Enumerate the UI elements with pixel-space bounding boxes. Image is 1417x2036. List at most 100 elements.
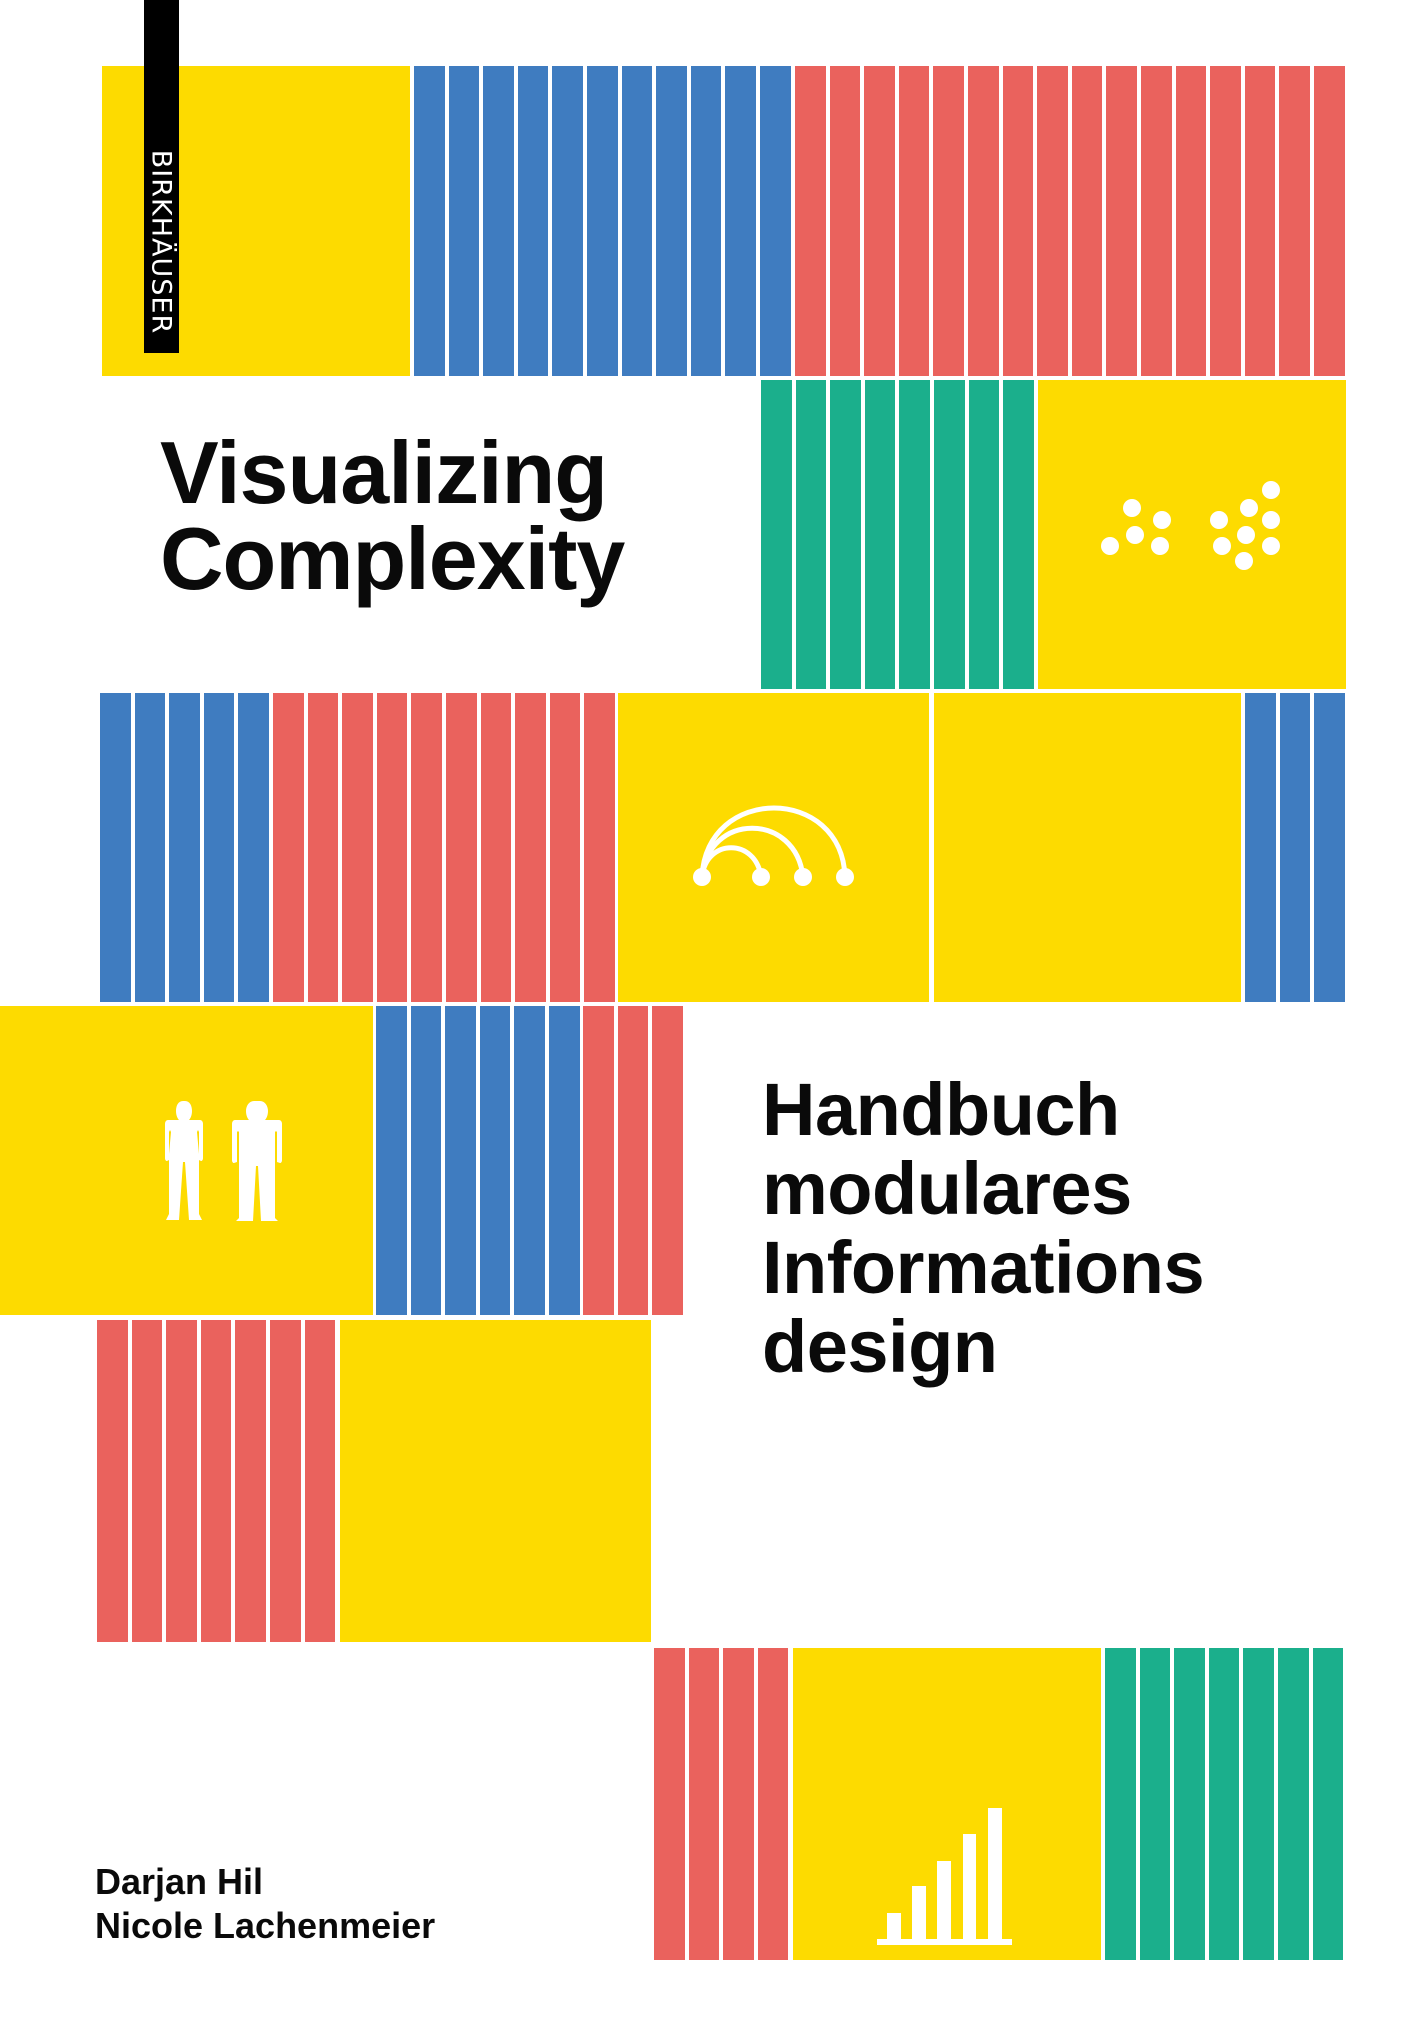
red-stripe: [166, 1320, 197, 1642]
author-1: Darjan Hil: [95, 1861, 264, 1902]
green-stripe: [1312, 1648, 1344, 1960]
red-stripe: [933, 66, 964, 376]
red-stripe: [235, 1320, 266, 1642]
red-stripe: [864, 66, 895, 376]
blue-stripe: [1314, 693, 1345, 1002]
blue-stripe: [690, 66, 722, 376]
blue-stripe: [483, 66, 514, 376]
red-stripe: [480, 693, 512, 1002]
red-stripe: [829, 66, 861, 376]
red-stripe: [654, 1648, 685, 1960]
red-stripe: [273, 693, 304, 1002]
red-stripe: [584, 693, 615, 1002]
green-stripe: [968, 380, 1000, 689]
red-stripe: [1244, 66, 1276, 376]
green-stripe: [1003, 380, 1034, 689]
red-stripe: [1314, 66, 1345, 376]
red-stripe: [617, 1006, 649, 1315]
red-stripe: [1279, 66, 1310, 376]
green-stripe: [1243, 1648, 1274, 1960]
red-stripe: [411, 693, 442, 1002]
subtitle-line-1: Handbuch: [762, 1068, 1120, 1151]
blue-stripe: [549, 1006, 580, 1315]
blue-stripe: [238, 693, 269, 1002]
blue-stripe: [410, 1006, 442, 1315]
red-stripe: [307, 693, 339, 1002]
green-stripe: [1174, 1648, 1205, 1960]
red-stripe: [898, 66, 930, 376]
blue-stripe: [725, 66, 756, 376]
red-stripe: [723, 1648, 754, 1960]
authors: Darjan Hil Nicole Lachenmeier: [95, 1860, 435, 1948]
blue-stripe: [1279, 693, 1311, 1002]
red-stripe: [376, 693, 408, 1002]
red-stripe: [688, 1648, 720, 1960]
red-stripe: [304, 1320, 336, 1642]
blue-stripe: [514, 1006, 545, 1315]
subtitle-line-3: Informations: [762, 1226, 1205, 1309]
red-stripe: [583, 1006, 614, 1315]
blue-stripe: [100, 693, 131, 1002]
yellow-tile-dots: [1038, 380, 1346, 689]
subtitle-line-2: modulares: [762, 1147, 1132, 1230]
green-stripe: [1139, 1648, 1171, 1960]
red-stripe: [549, 693, 581, 1002]
blue-stripe: [414, 66, 445, 376]
green-stripe: [1278, 1648, 1309, 1960]
red-stripe: [757, 1648, 789, 1960]
title-line-1: Visualizing: [160, 423, 608, 522]
red-stripe: [1002, 66, 1034, 376]
red-stripe: [342, 693, 373, 1002]
green-stripe: [899, 380, 930, 689]
title-line-2: Complexity: [160, 509, 625, 608]
blue-stripe: [479, 1006, 511, 1315]
green-stripe: [934, 380, 965, 689]
book-subtitle: Handbuch modulares Informations design: [762, 1068, 1205, 1388]
green-stripe: [795, 380, 827, 689]
red-stripe: [652, 1006, 683, 1315]
blue-stripe: [656, 66, 687, 376]
blue-stripe: [448, 66, 480, 376]
subtitle-line-4: design: [762, 1305, 998, 1388]
red-stripe: [795, 66, 826, 376]
red-stripe: [1071, 66, 1103, 376]
red-stripe: [968, 66, 999, 376]
red-stripe: [1175, 66, 1207, 376]
yellow-tile: [340, 1320, 651, 1642]
blue-stripe: [517, 66, 549, 376]
blue-stripe: [760, 66, 791, 376]
publisher-logo: BIRKHÄUSER: [145, 149, 177, 335]
green-stripe: [1208, 1648, 1240, 1960]
blue-stripe: [1245, 693, 1276, 1002]
blue-stripe: [552, 66, 583, 376]
publisher-logo-bar: [144, 0, 179, 353]
green-stripe: [761, 380, 792, 689]
blue-stripe: [445, 1006, 476, 1315]
blue-stripe: [203, 693, 235, 1002]
red-stripe: [446, 693, 477, 1002]
blue-stripe: [587, 66, 618, 376]
author-2: Nicole Lachenmeier: [95, 1905, 436, 1946]
green-stripe: [1105, 1648, 1136, 1960]
green-stripe: [830, 380, 861, 689]
red-stripe: [1141, 66, 1172, 376]
red-stripe: [515, 693, 546, 1002]
red-stripe: [1210, 66, 1241, 376]
red-stripe: [1037, 66, 1068, 376]
blue-stripe: [621, 66, 653, 376]
red-stripe: [1106, 66, 1137, 376]
yellow-tile: [934, 693, 1241, 1002]
red-stripe: [97, 1320, 128, 1642]
blue-stripe: [376, 1006, 407, 1315]
blue-stripe: [134, 693, 166, 1002]
book-title: Visualizing Complexity: [160, 423, 625, 608]
red-stripe: [131, 1320, 163, 1642]
yellow-tile-arcs: [618, 693, 929, 1002]
red-stripe: [200, 1320, 232, 1642]
red-stripe: [270, 1320, 301, 1642]
green-stripe: [864, 380, 896, 689]
